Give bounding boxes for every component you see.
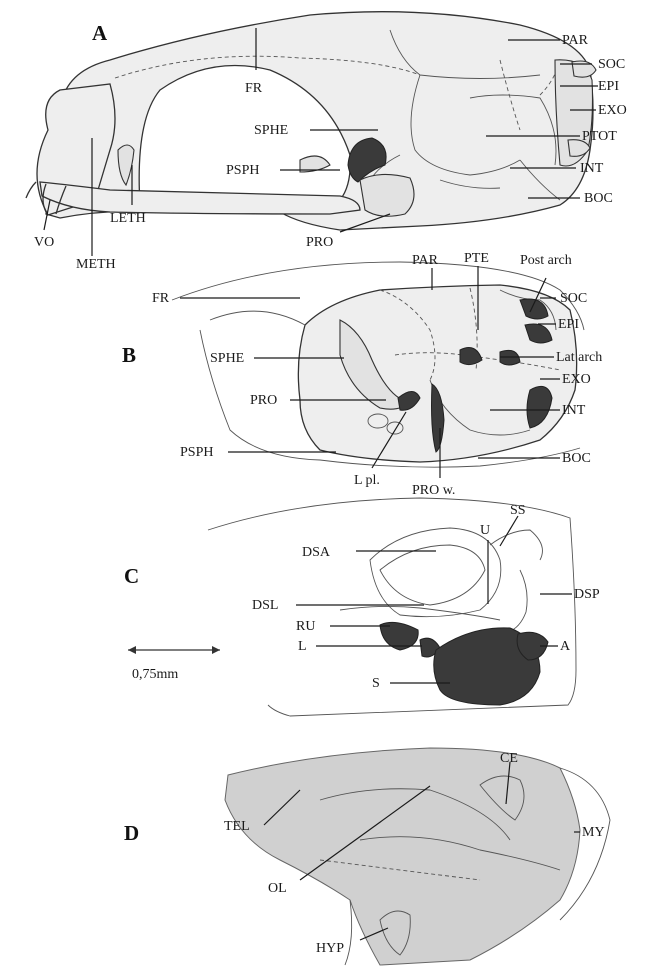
label-d-ol: OL (268, 881, 287, 896)
panel-b-letter: B (122, 343, 136, 367)
panel-c-letter: C (124, 564, 139, 588)
label-a-ptot: PTOT (582, 129, 617, 144)
label-b-pro-w: PRO w. (412, 483, 455, 498)
label-b-exo: EXO (562, 372, 591, 387)
label-a-pro: PRO (306, 235, 333, 250)
label-c-ss: SS (510, 503, 526, 518)
label-c-a: A (560, 639, 571, 654)
panel-a: A (26, 12, 627, 272)
label-c-s: S (372, 676, 380, 691)
label-b-fr: FR (152, 291, 170, 306)
label-a-fr: FR (245, 81, 263, 96)
label-a-vo: VO (34, 235, 54, 250)
scale-bar: 0,75mm (128, 646, 220, 682)
panel-c: C U SS DSA DSP DSL R (124, 498, 600, 716)
label-b-par: PAR (412, 253, 439, 268)
label-c-dsp: DSP (574, 587, 600, 602)
label-b-int: INT (562, 403, 586, 418)
label-c-dsl: DSL (252, 598, 278, 613)
panel-a-skull-drawing (26, 12, 596, 230)
scale-bar-label: 0,75mm (132, 667, 178, 682)
label-c-dsa: DSA (302, 545, 331, 560)
label-b-boc: BOC (562, 451, 591, 466)
label-a-int: INT (580, 161, 604, 176)
label-b-pte: PTE (464, 251, 489, 266)
label-a-soc: SOC (598, 57, 625, 72)
label-a-boc: BOC (584, 191, 613, 206)
label-b-pro: PRO (250, 393, 277, 408)
label-a-leth: LETH (110, 211, 146, 226)
label-d-hyp: HYP (316, 941, 344, 956)
panel-d-letter: D (124, 821, 139, 845)
label-d-tel: TEL (224, 819, 250, 834)
label-c-ru: RU (296, 619, 315, 634)
label-c-l: L (298, 639, 307, 654)
panel-d: D CE TEL MY OL HYP (124, 748, 610, 965)
label-a-exo: EXO (598, 103, 627, 118)
label-a-epi: EPI (598, 79, 619, 94)
label-a-par: PAR (562, 33, 589, 48)
panel-a-letter: A (92, 21, 108, 45)
label-b-post-arch: Post arch (520, 253, 572, 268)
label-b-l-pl: L pl. (354, 473, 380, 488)
label-b-soc: SOC (560, 291, 587, 306)
panel-b: B (122, 251, 602, 498)
label-d-ce: CE (500, 751, 518, 766)
label-d-my: MY (582, 825, 605, 840)
label-b-lat-arch: Lat arch (556, 350, 602, 365)
label-b-psph: PSPH (180, 445, 213, 460)
panel-d-brain-drawing (225, 748, 610, 965)
label-a-psph: PSPH (226, 163, 259, 178)
label-b-sphe: SPHE (210, 351, 244, 366)
label-c-u: U (480, 523, 490, 538)
label-b-epi: EPI (558, 317, 579, 332)
label-a-sphe: SPHE (254, 123, 288, 138)
label-a-meth: METH (76, 257, 116, 272)
